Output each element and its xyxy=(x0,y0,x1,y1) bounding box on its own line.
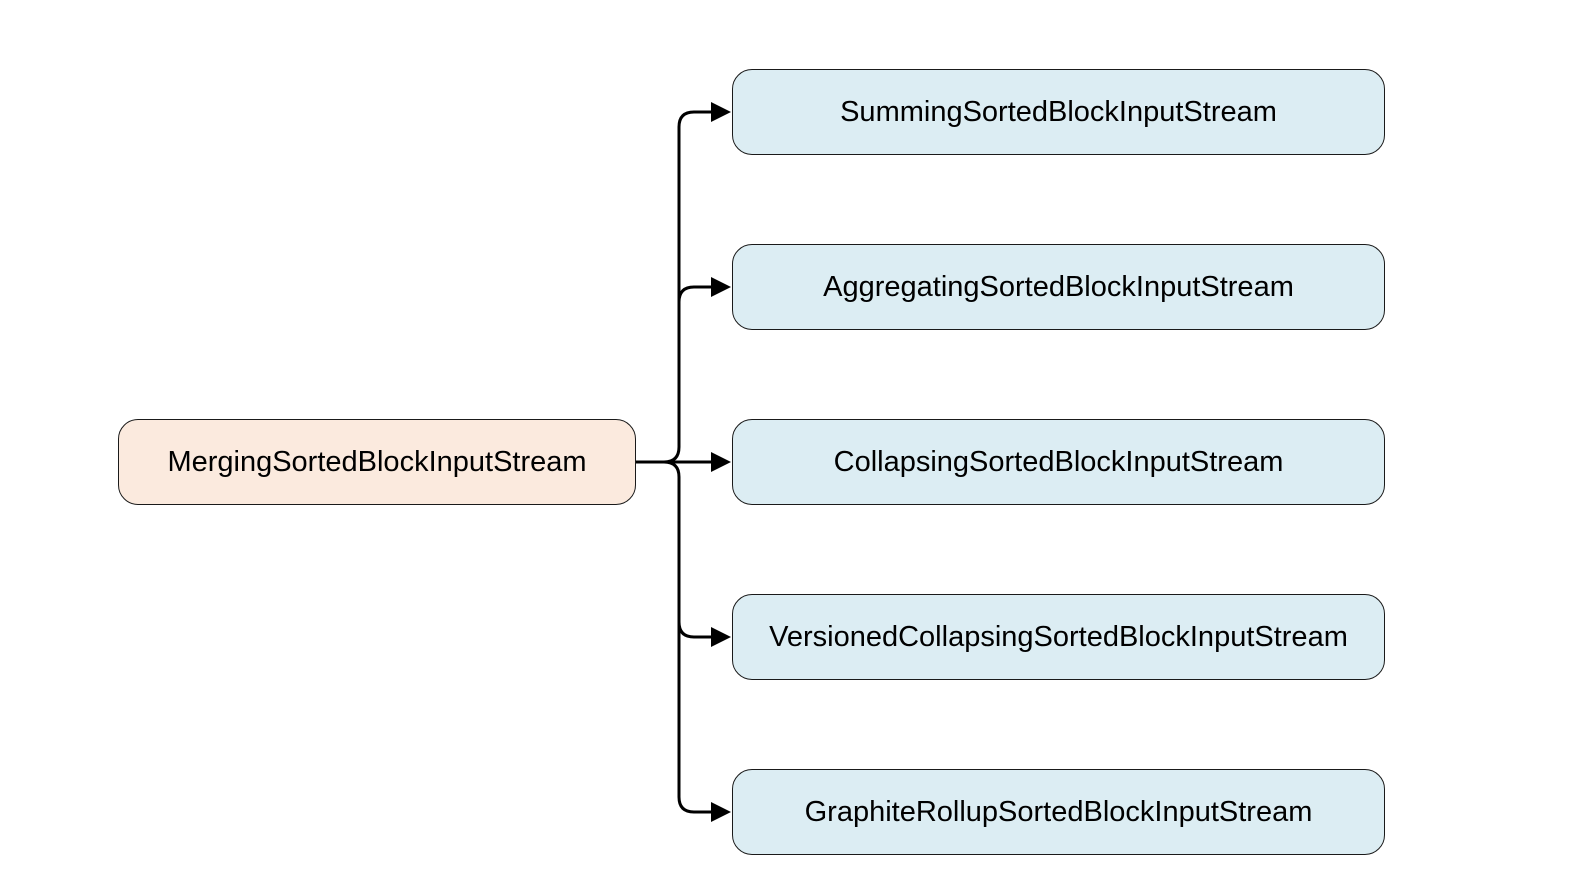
child-node-aggregating: AggregatingSortedBlockInputStream xyxy=(732,244,1385,330)
arrowhead-aggregating xyxy=(711,277,731,297)
child-node-versioned-collapsing: VersionedCollapsingSortedBlockInputStrea… xyxy=(732,594,1385,680)
arrowhead-summing xyxy=(711,102,731,122)
arrowhead-versioned xyxy=(711,627,731,647)
child-node-label: SummingSortedBlockInputStream xyxy=(840,95,1277,128)
child-node-summing: SummingSortedBlockInputStream xyxy=(732,69,1385,155)
child-node-label: AggregatingSortedBlockInputStream xyxy=(823,270,1294,303)
connector-to-summing xyxy=(663,110,712,464)
arrowhead-collapsing xyxy=(711,452,731,472)
connector-to-aggregating xyxy=(677,285,712,303)
child-node-label: VersionedCollapsingSortedBlockInputStrea… xyxy=(769,620,1348,653)
child-node-label: CollapsingSortedBlockInputStream xyxy=(833,445,1284,478)
root-node: MergingSortedBlockInputStream xyxy=(118,419,636,505)
connector-to-versioned xyxy=(663,460,712,639)
root-node-label: MergingSortedBlockInputStream xyxy=(167,445,587,478)
child-node-graphite-rollup: GraphiteRollupSortedBlockInputStream xyxy=(732,769,1385,855)
arrowhead-graphite xyxy=(711,802,731,822)
child-node-collapsing: CollapsingSortedBlockInputStream xyxy=(732,419,1385,505)
connector-to-graphite xyxy=(677,622,712,814)
child-node-label: GraphiteRollupSortedBlockInputStream xyxy=(804,795,1313,828)
